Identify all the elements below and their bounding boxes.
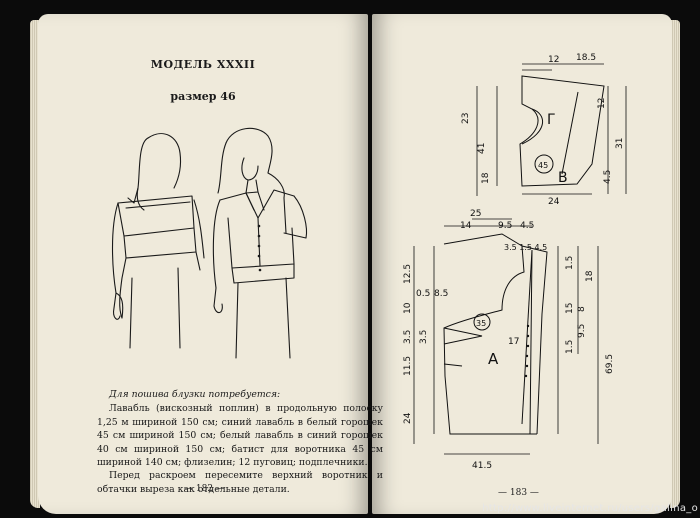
svg-text:24: 24: [403, 412, 413, 424]
svg-text:4.5: 4.5: [520, 221, 534, 231]
size-label: размер 46: [170, 90, 236, 103]
materials-paragraph: Лавабль (вискозный поплин) в продольную …: [97, 403, 383, 469]
svg-text:3.5 1.5 4.5: 3.5 1.5 4.5: [504, 243, 547, 252]
svg-text:23: 23: [461, 113, 471, 124]
cutting-note: Перед раскроем пересемите верхний воротн…: [97, 470, 383, 495]
svg-text:8: 8: [577, 306, 587, 312]
svg-text:69.5: 69.5: [605, 354, 615, 374]
svg-text:31: 31: [615, 138, 625, 149]
page-number-left: — 182 —: [184, 484, 225, 494]
materials-heading: Для пошива блузки потребуется:: [109, 389, 281, 400]
svg-text:12: 12: [597, 98, 607, 109]
sewing-pattern-diagram: Г В А 45 35 12 18.5 23 41 18 12 31 4.5 2…: [403, 53, 627, 471]
watermark-url: http://www.liveinternet.ru/users/galina_…: [482, 503, 698, 514]
svg-text:3.5: 3.5: [419, 330, 429, 344]
svg-text:24: 24: [548, 197, 560, 207]
model-title: МОДЕЛЬ XXXII: [150, 58, 256, 71]
svg-text:35: 35: [476, 319, 486, 328]
svg-text:18.5: 18.5: [576, 53, 596, 63]
svg-text:10: 10: [403, 302, 413, 314]
svg-text:9.5: 9.5: [577, 324, 587, 338]
right-page-edges: [670, 20, 680, 508]
svg-text:9.5: 9.5: [498, 221, 512, 231]
svg-text:17: 17: [508, 337, 519, 347]
svg-text:12: 12: [548, 55, 559, 65]
svg-text:15: 15: [565, 303, 575, 314]
materials-text: Для пошива блузки потребуется: Лавабль (…: [97, 388, 383, 496]
svg-text:11.5: 11.5: [403, 356, 413, 376]
front-piece-outline: [443, 233, 533, 435]
svg-text:18: 18: [585, 270, 595, 282]
svg-text:8.5: 8.5: [434, 289, 448, 299]
blouse-illustration: [111, 127, 308, 359]
left-page-edges: [30, 20, 40, 508]
svg-text:12.5: 12.5: [403, 264, 413, 284]
svg-text:41: 41: [477, 143, 487, 154]
left-page-content: МОДЕЛЬ XXXII размер 46: [38, 14, 383, 514]
svg-text:3.5: 3.5: [403, 330, 413, 344]
svg-text:45: 45: [538, 161, 548, 170]
svg-text:4.5: 4.5: [603, 170, 613, 184]
svg-text:18: 18: [481, 172, 491, 184]
piece-label-v: В: [558, 170, 568, 186]
svg-text:1.5: 1.5: [565, 256, 575, 270]
svg-text:0.5: 0.5: [416, 289, 430, 299]
left-page: [38, 14, 368, 514]
piece-label-a: А: [488, 350, 499, 368]
piece-label-g: Г: [547, 112, 556, 128]
svg-text:41.5: 41.5: [472, 461, 492, 471]
page-number-right: — 183 —: [498, 488, 539, 498]
svg-text:25: 25: [470, 209, 481, 219]
svg-text:14: 14: [460, 221, 472, 231]
svg-text:1.5: 1.5: [565, 340, 575, 354]
